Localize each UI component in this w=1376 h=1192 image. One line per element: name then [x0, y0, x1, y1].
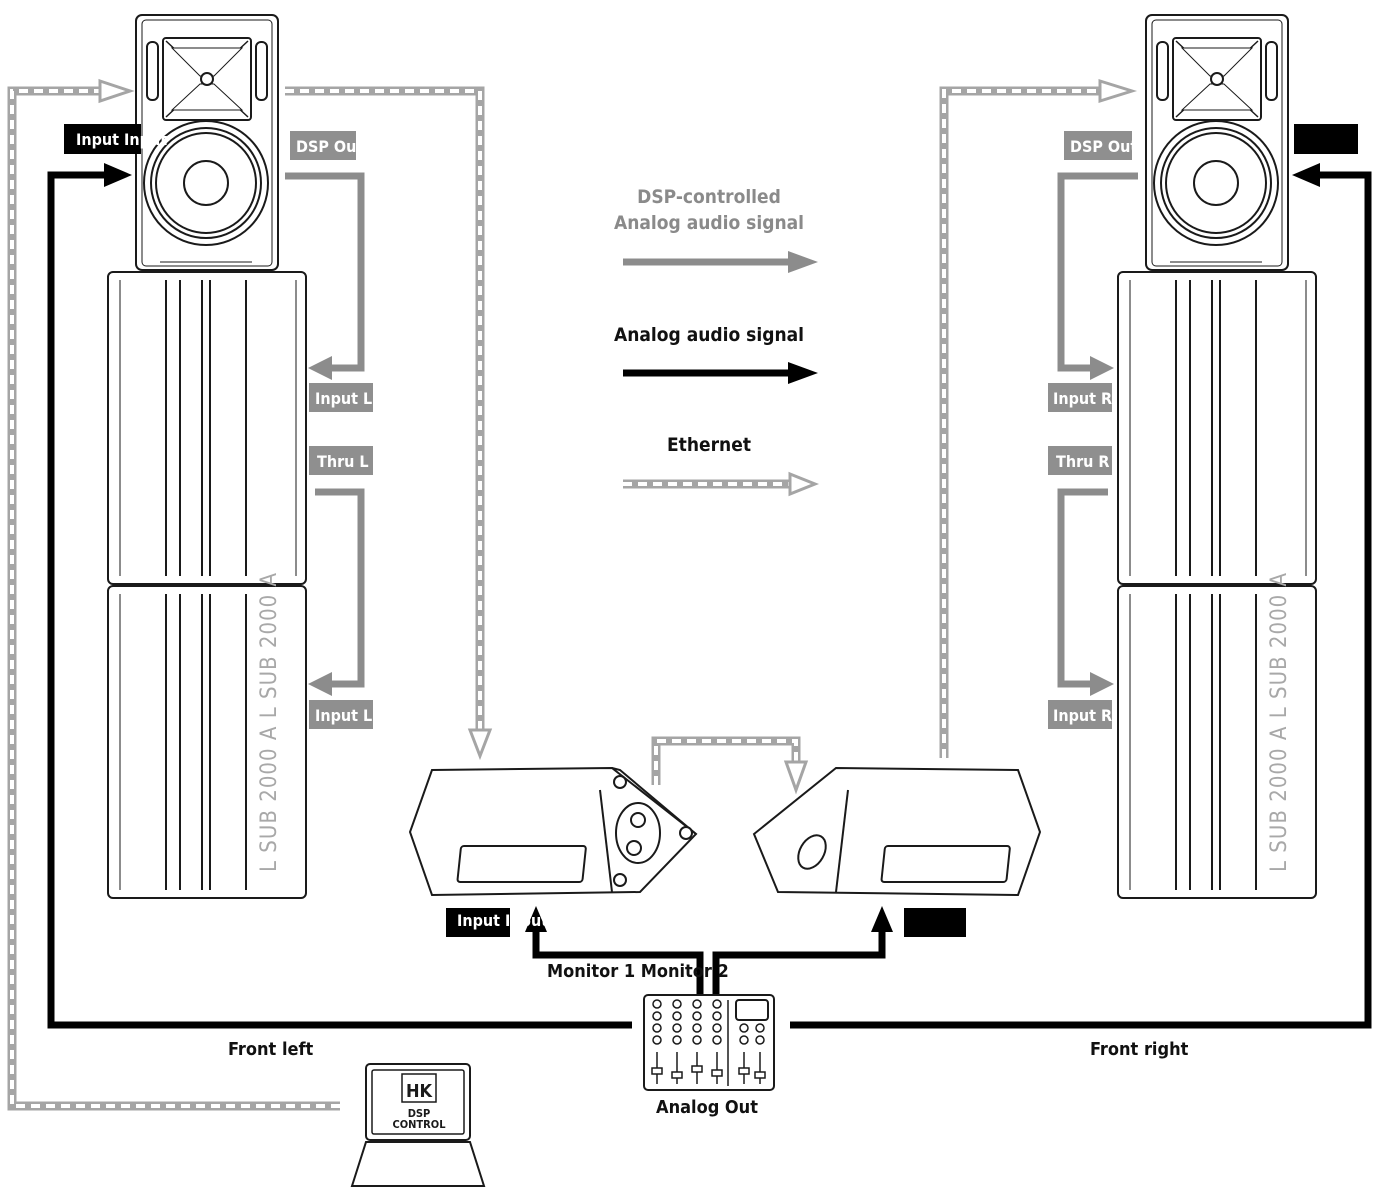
stage-monitor-icon — [408, 766, 698, 897]
input-l-tag-2-label: Input L — [315, 706, 372, 725]
analog-signal-lines — [47, 171, 1372, 1029]
legend: DSP-controlled Analog audio signal Analo… — [614, 186, 804, 456]
hk-logo: HK — [406, 1081, 434, 1102]
subwoofer-icon — [1117, 585, 1317, 899]
input-r-tag-1-label: Input R — [1053, 389, 1112, 408]
sub-label-right: L SUB 2000 A L SUB 2000 A — [1267, 572, 1292, 872]
input-r-tag-2-label: Input R — [1053, 706, 1112, 725]
input-tag-right-top — [1294, 124, 1358, 154]
dsp-out-tag-left: DSP Out — [290, 131, 363, 160]
speaker-cabinet-icon — [1145, 14, 1289, 271]
mixer-console-icon — [643, 994, 775, 1091]
subwoofer-icon — [107, 271, 307, 585]
ethernet-lines — [7, 78, 1138, 1111]
subwoofer-icon — [107, 585, 307, 899]
dsp-control-line1: DSP — [408, 1107, 431, 1120]
legend-ethernet: Ethernet — [667, 434, 751, 456]
input-l-tag-1: Input L — [309, 383, 373, 412]
speaker-cabinet-icon — [135, 14, 279, 271]
analog-arrowheads — [104, 163, 1320, 932]
laptop-icon — [350, 1063, 486, 1187]
thru-l-tag-label: Thru L — [317, 452, 369, 471]
thru-r-tag-label: Thru R — [1056, 452, 1110, 471]
legend-analog: Analog audio signal — [614, 324, 804, 346]
input-tag-left-top-label: Input Input — [76, 130, 167, 149]
input-l-tag-1-label: Input L — [315, 389, 372, 408]
dsp-signal-lines — [285, 172, 1138, 688]
dsp-out-tag-right: DSP Out — [1064, 131, 1137, 160]
subwoofer-icon — [1117, 271, 1317, 585]
input-tag-monitor-1-label: Input Input — [457, 911, 548, 930]
stage-monitor-icon — [752, 766, 1042, 897]
front-left-label: Front left — [228, 1039, 314, 1060]
analog-out-label: Analog Out — [656, 1097, 758, 1118]
monitor-label: Monitor 1 Monitor 2 — [547, 961, 729, 982]
input-r-tag-1: Input R — [1048, 383, 1112, 412]
dsp-out-tag-left-label: DSP Out — [296, 137, 363, 156]
thru-l-tag: Thru L — [309, 446, 373, 475]
front-right-label: Front right — [1090, 1039, 1189, 1060]
input-l-tag-2: Input L — [309, 700, 373, 729]
input-tag-left-top: Input Input — [64, 124, 167, 154]
legend-dsp-line1: DSP-controlled — [637, 186, 781, 208]
input-r-tag-2: Input R — [1048, 700, 1112, 729]
input-tag-monitor-2 — [904, 908, 966, 937]
dsp-out-tag-right-label: DSP Out — [1070, 137, 1137, 156]
sub-label-left: L SUB 2000 A L SUB 2000 A — [257, 572, 282, 872]
dsp-control-line2: CONTROL — [392, 1118, 446, 1131]
legend-dsp-line2: Analog audio signal — [614, 212, 804, 234]
input-tag-monitor-1: Input Input — [446, 908, 548, 937]
thru-r-tag: Thru R — [1048, 446, 1112, 475]
dsp-arrowheads — [308, 251, 1114, 696]
